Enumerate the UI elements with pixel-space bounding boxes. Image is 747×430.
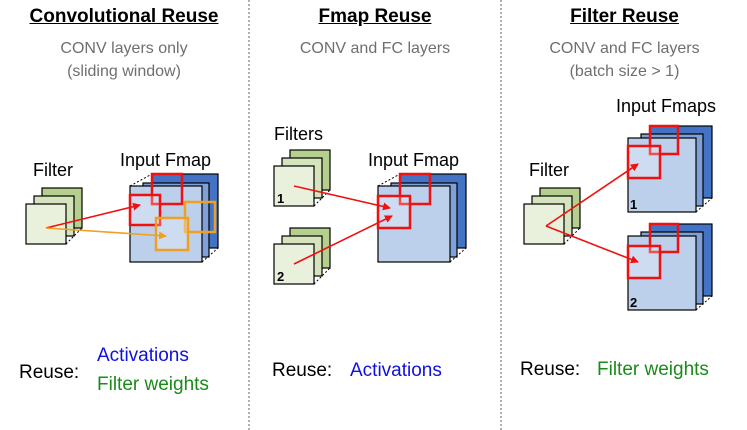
reuse-item-filter-weights: Filter weights bbox=[97, 374, 209, 395]
filter-reuse-figure: 1 2 bbox=[523, 124, 713, 311]
input-fmap-label: Input Fmap bbox=[120, 150, 212, 170]
filter-label: Filter bbox=[529, 160, 569, 180]
panel-title: Convolutional Reuse bbox=[29, 6, 219, 27]
panel-subtitle-line-1: CONV and FC layers bbox=[299, 40, 451, 57]
panel-subtitle-line-2: (batch size > 1) bbox=[569, 63, 680, 80]
filter-label: Filter bbox=[33, 160, 73, 180]
reuse-item-activations: Activations bbox=[350, 360, 442, 381]
input-fmaps-label: Input Fmaps bbox=[616, 96, 717, 116]
arrow-filter-1-to-window bbox=[293, 185, 391, 211]
panel-filter-reuse: Filter Reuse CONV and FC layers (batch s… bbox=[502, 0, 747, 430]
panel-title: Fmap Reuse bbox=[318, 6, 432, 27]
input-fmap-stack-1: 1 bbox=[626, 124, 713, 213]
panel-subtitle-line-1: CONV layers only bbox=[60, 40, 188, 57]
arrow-to-fmap-2-window bbox=[545, 225, 639, 264]
panel-fmap-reuse: Fmap Reuse CONV and FC layers Filters In… bbox=[250, 0, 500, 430]
divider-left bbox=[248, 0, 250, 430]
reuse-label: Reuse: bbox=[520, 359, 581, 380]
arrow-to-orange-window bbox=[45, 227, 167, 240]
filter-stack bbox=[25, 187, 83, 245]
fmap-reuse-figure: 1 2 bbox=[273, 149, 467, 285]
panel-subtitle-line-2: (sliding window) bbox=[67, 63, 181, 80]
filter-stack-1: 1 bbox=[273, 149, 331, 207]
reuse-label: Reuse: bbox=[19, 362, 80, 383]
filter-2-number: 2 bbox=[277, 269, 284, 284]
panel-title: Filter Reuse bbox=[570, 6, 679, 27]
input-fmap-label: Input Fmap bbox=[368, 150, 460, 170]
arrow-to-red-window bbox=[45, 202, 141, 229]
reuse-label: Reuse: bbox=[272, 360, 333, 381]
input-fmap-stack bbox=[377, 173, 467, 263]
fmap-2-number: 2 bbox=[630, 295, 637, 310]
filters-label: Filters bbox=[274, 124, 323, 144]
panel-subtitle-line-1: CONV and FC layers bbox=[549, 40, 700, 57]
arrow-filter-2-to-window bbox=[293, 215, 393, 265]
reuse-item-filter-weights: Filter weights bbox=[597, 359, 709, 380]
divider-right bbox=[500, 0, 502, 430]
panel-convolutional-reuse: Convolutional Reuse CONV layers only (sl… bbox=[0, 0, 248, 430]
input-fmap-stack-2: 2 bbox=[626, 222, 713, 311]
filter-1-number: 1 bbox=[277, 191, 284, 206]
arrow-to-fmap-1-window bbox=[545, 163, 639, 227]
reuse-item-activations: Activations bbox=[97, 345, 189, 366]
fmap-1-number: 1 bbox=[630, 197, 637, 212]
filter-stack-2: 2 bbox=[273, 227, 331, 285]
window-orange-stack bbox=[154, 200, 217, 252]
window-red-stack bbox=[376, 172, 432, 230]
convolutional-reuse-figure bbox=[25, 172, 219, 263]
